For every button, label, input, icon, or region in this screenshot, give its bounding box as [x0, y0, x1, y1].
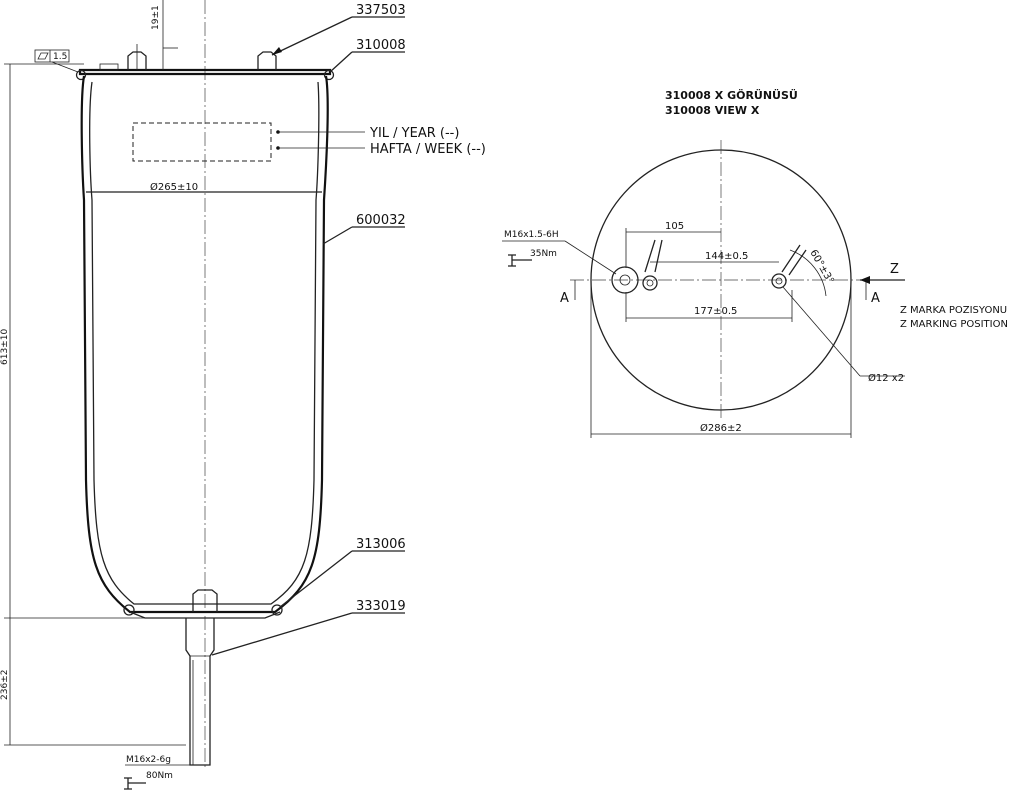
thread-top-leader	[564, 240, 617, 275]
stud-ear-right	[781, 244, 807, 276]
part-313006: 313006	[356, 537, 406, 552]
leader-600032	[322, 226, 353, 245]
section-a-left: A	[560, 291, 569, 306]
air-fitting-outer	[611, 266, 639, 294]
dim-144-text: 144±0.5	[705, 251, 748, 262]
arrow-337503	[272, 47, 282, 55]
side-view: YIL / YEAR (--) HAFTA / WEEK (--) Ø265±1…	[0, 0, 486, 790]
view-title-tr: 310008 X GÖRÜNÜSÜ	[665, 88, 798, 102]
stud-hole-right-core	[775, 277, 783, 285]
year-label: YIL / YEAR (--)	[369, 126, 459, 141]
bottom-nut	[192, 589, 218, 612]
flatness-leader	[51, 61, 79, 73]
view-title-en: 310008 VIEW X	[665, 104, 760, 117]
wrench-icon-bottom	[124, 777, 146, 790]
week-label: HAFTA / WEEK (--)	[370, 142, 486, 157]
view-x: 310008 X GÖRÜNÜSÜ 310008 VIEW X A A Z Z …	[502, 88, 1008, 438]
dim-613-text: 613±10	[0, 329, 10, 365]
bellows-inner	[89, 81, 320, 605]
leader-333019	[211, 612, 353, 656]
z-arrow-head	[860, 276, 870, 284]
dim-105-text: 105	[665, 221, 684, 232]
holes-leader	[782, 286, 861, 377]
bottom-crimp-left	[123, 604, 135, 616]
stud-hole-left-core	[646, 279, 654, 287]
thread-bottom-text: M16x2-6g	[126, 755, 171, 765]
leader-337503	[271, 16, 353, 56]
part-600032: 600032	[356, 213, 406, 228]
bottom-stud	[185, 618, 215, 766]
flatness-icon	[37, 52, 49, 60]
z-letter: Z	[890, 262, 899, 277]
wrench-icon-top	[508, 254, 532, 267]
air-fitting-inner	[619, 274, 631, 286]
torque-bottom-text: 80Nm	[146, 771, 173, 781]
dim-286-text: Ø286±2	[700, 422, 742, 434]
part-333019: 333019	[356, 599, 406, 614]
z-marking-en: Z MARKING POSITION	[900, 319, 1008, 330]
top-crimp-right	[323, 69, 335, 81]
section-a-right: A	[871, 291, 880, 306]
stud-hole-right	[771, 273, 787, 289]
bottom-crimp-right	[271, 604, 283, 616]
stud-hole-left	[642, 275, 658, 291]
part-310008: 310008	[356, 38, 406, 53]
dim-177-text: 177±0.5	[694, 306, 737, 317]
torque-top-text: 35Nm	[530, 249, 557, 259]
flatness-value: 1.5	[53, 52, 67, 62]
dim-diameter-265: Ø265±10	[150, 181, 198, 193]
top-fitting	[99, 63, 119, 71]
leader-313006	[279, 550, 353, 608]
dim-236-text: 236±2	[0, 670, 10, 700]
part-337503: 337503	[356, 3, 406, 18]
z-marking-tr: Z MARKA POZISYONU	[900, 305, 1007, 316]
top-crimp-left	[75, 69, 87, 81]
thread-top-text: M16x1.5-6H	[504, 230, 559, 240]
leader-310008	[329, 51, 353, 73]
holes-text: Ø12 x2	[868, 372, 904, 384]
top-plate	[78, 68, 332, 76]
stud-ear-left	[644, 239, 663, 273]
bellows-outer	[80, 75, 329, 614]
marking-window	[132, 122, 272, 162]
angle-arc	[789, 249, 827, 297]
dim-19-text: 19±1	[151, 5, 161, 30]
top-stud-right	[257, 51, 277, 70]
piston-top	[129, 611, 281, 619]
